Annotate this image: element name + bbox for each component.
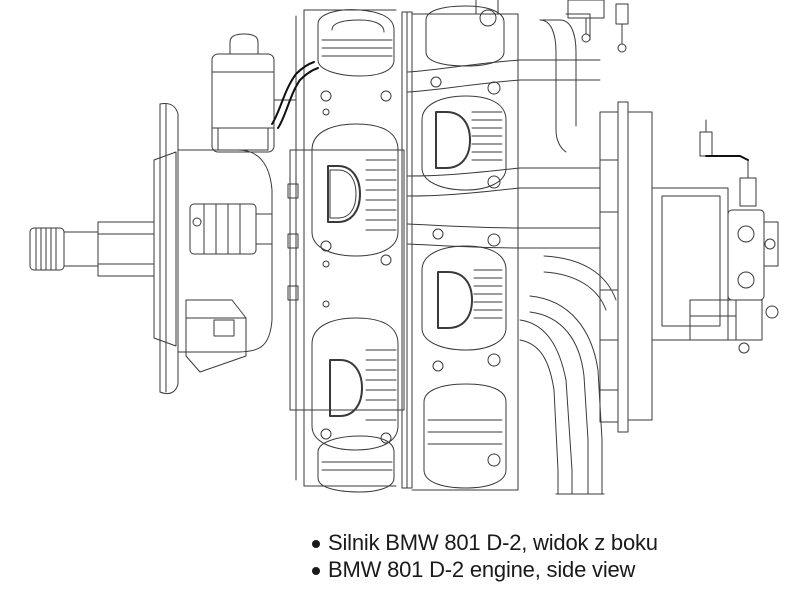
caption-english: BMW 801 D-2 engine, side view: [312, 556, 772, 583]
bullet-icon: [312, 539, 320, 548]
bullet-icon: [312, 566, 320, 575]
caption-english-text: BMW 801 D-2 engine, side view: [328, 556, 636, 582]
front-cylinder-row: [288, 10, 404, 492]
reduction-gear-housing: [154, 103, 272, 393]
caption-polish-text: Silnik BMW 801 D-2, widok z boku: [328, 529, 658, 555]
caption-polish: Silnik BMW 801 D-2, widok z boku: [312, 529, 772, 556]
crankcase-web: [402, 12, 412, 488]
rear-cylinder-row: [412, 0, 518, 490]
caption-block: Silnik BMW 801 D-2, widok z boku BMW 801…: [312, 529, 772, 583]
top-fittings: [568, 0, 712, 156]
ignition-wires: [272, 62, 748, 160]
propeller-shaft: [30, 222, 154, 276]
engine-side-view-drawing: [0, 0, 800, 510]
rear-accessory-case: [600, 102, 778, 432]
intake-exhaust-pipes: [408, 14, 616, 494]
governor-unit: [212, 34, 296, 152]
